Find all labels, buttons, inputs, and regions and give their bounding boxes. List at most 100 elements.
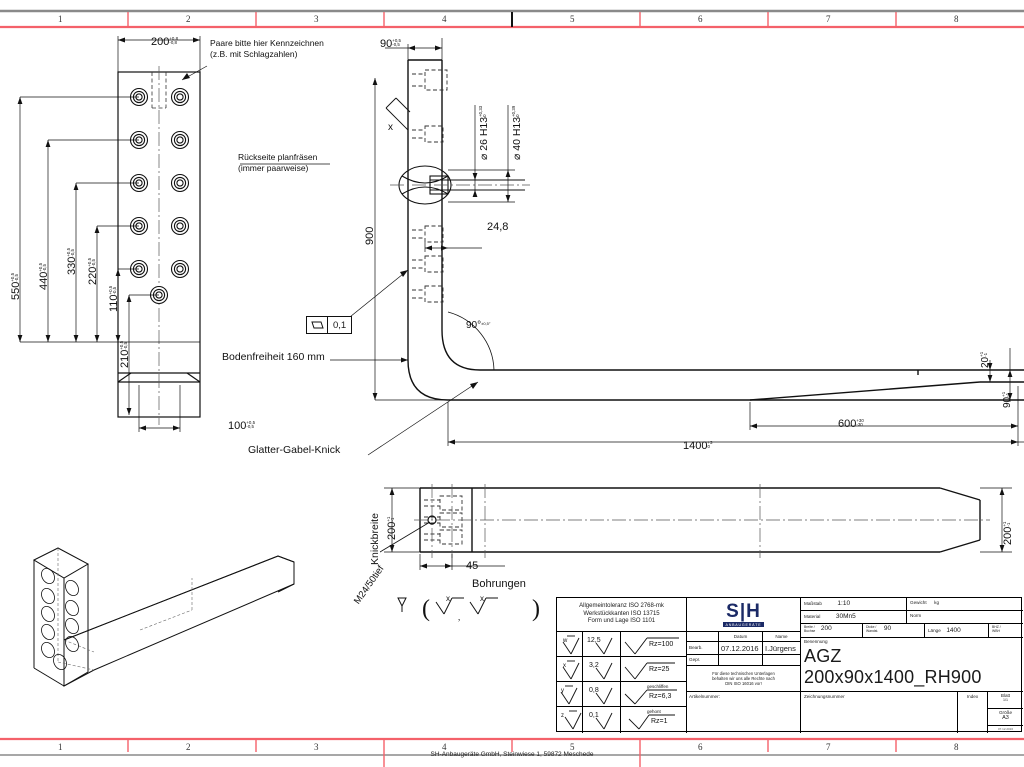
material-cell: Material 30Mn5 bbox=[801, 611, 907, 624]
breite-label-1: Breite / bbox=[804, 625, 815, 629]
frame-col-4-top: 4 bbox=[442, 14, 447, 24]
bhz-label-2: WBH bbox=[992, 629, 1000, 633]
standard-1: Allgemeintoleranz ISO 2768-mk bbox=[579, 603, 664, 610]
roughness-ra-y-cell: 0,8 bbox=[583, 682, 621, 707]
norm-label: Norm bbox=[910, 613, 922, 618]
frame-col-8-bottom: 8 bbox=[954, 742, 959, 752]
dicke-label-1: Dicke / bbox=[866, 625, 877, 629]
row-bearb-label: Bearb. bbox=[687, 642, 719, 655]
note-mark-pairs: Paare bitte hier Kennzeichnen (z.B. mit … bbox=[210, 38, 324, 59]
rights-line-2: behalten wir uns alle Rechte nach bbox=[712, 676, 775, 681]
svg-text:0,1: 0,1 bbox=[589, 712, 599, 719]
label-knickbreite: Knickbreite bbox=[369, 513, 381, 565]
flatness-control-frame: 0,1 bbox=[306, 316, 353, 334]
isometric-view bbox=[32, 547, 295, 687]
svg-text:gehont: gehont bbox=[647, 709, 662, 714]
flatness-value: 0,1 bbox=[333, 319, 347, 331]
note-ground-clearance: Bodenfreiheit 160 mm bbox=[222, 351, 325, 363]
roughness-ra-x-cell: 3,2 bbox=[583, 657, 621, 682]
frame-col-6-bottom: 6 bbox=[698, 742, 703, 752]
dicke-cell: Dicke / Wandst. 90 bbox=[863, 624, 925, 638]
roughness-sym-z-cell: z bbox=[557, 707, 583, 733]
top-view-geometry bbox=[380, 484, 1012, 570]
standard-2: Werkstückkanten ISO 13715 bbox=[583, 610, 660, 617]
laenge-cell: Länge 1400 bbox=[925, 624, 989, 638]
logo-text: S|H bbox=[726, 601, 761, 622]
benennung-label: Benennung bbox=[804, 639, 828, 644]
svg-text:w: w bbox=[562, 638, 568, 644]
roughness-ra-w-cell: 12,5 bbox=[583, 632, 621, 657]
dim-tip-20: 20+1-1 bbox=[978, 351, 991, 368]
gepr-name bbox=[763, 655, 801, 666]
svg-text:Rz=6,3: Rz=6,3 bbox=[649, 693, 671, 700]
frame-col-7-top: 7 bbox=[826, 14, 831, 24]
zeichnungsnummer-cell: Zeichnungsnummer bbox=[801, 692, 958, 733]
svg-text:(: ( bbox=[422, 596, 430, 622]
blatt-value: 1/1 bbox=[1003, 698, 1008, 702]
material-value: 30Mn5 bbox=[835, 613, 856, 620]
title-block: Allgemeintoleranz ISO 2768-mk Werkstückk… bbox=[556, 597, 1023, 733]
breite-label-2: Buchse bbox=[804, 629, 816, 633]
bearb-col-blank bbox=[687, 632, 719, 642]
massstab-cell: Maßstab 1:10 bbox=[801, 598, 907, 611]
gewicht-cell: Gewicht kg bbox=[907, 598, 1023, 611]
surface-finish-group: ( x , x ) bbox=[397, 594, 540, 622]
frame-col-5-top: 5 bbox=[570, 14, 575, 24]
svg-text:3,2: 3,2 bbox=[589, 662, 599, 669]
massstab-label: Maßstab bbox=[804, 601, 822, 606]
index-cell: Index bbox=[958, 692, 988, 733]
svg-text:0,8: 0,8 bbox=[589, 687, 599, 694]
parallelogram-icon bbox=[307, 317, 328, 333]
benennung-cell: Benennung AGZ 200x90x1400_RH900 bbox=[801, 638, 1023, 692]
col-datum-header: Datum bbox=[719, 632, 763, 642]
part-name: AGZ 200x90x1400_RH900 bbox=[804, 646, 982, 687]
rights-line-1: Für diese technischen Unterlagen bbox=[712, 671, 775, 676]
massstab-value: 1:10 bbox=[837, 600, 851, 607]
ra-w: 12,5 bbox=[587, 637, 601, 644]
frame-col-1-bottom: 1 bbox=[58, 742, 63, 752]
gepr-date bbox=[719, 655, 763, 666]
svg-text:Rz=100: Rz=100 bbox=[649, 641, 673, 648]
bhz-label-1: BHZ / bbox=[992, 625, 1001, 629]
dim-210: 210+0,5-0,5 bbox=[118, 340, 132, 368]
roughness-ra-z-cell: 0,1 bbox=[583, 707, 621, 733]
stamp-date: 07.12.2016 bbox=[997, 727, 1013, 731]
dim-24-8: 24,8 bbox=[487, 221, 509, 233]
surface-mark-x: x bbox=[388, 122, 393, 133]
frame-col-3-bottom: 3 bbox=[314, 742, 319, 752]
dim-thickness-90: 90+0,5-0,5 bbox=[380, 37, 401, 50]
groesse-label: Größe bbox=[998, 710, 1013, 715]
rights-line-3: DIN ISO 16016 vor! bbox=[725, 681, 762, 686]
dicke-label-2: Wandst. bbox=[866, 629, 879, 633]
col-name-header: Name bbox=[763, 632, 801, 642]
svg-text:Rz=1: Rz=1 bbox=[651, 718, 668, 725]
rights-notice: Für diese technischen Unterlagen behalte… bbox=[687, 666, 801, 692]
breite-value: 200 bbox=[820, 625, 832, 633]
note-bend: Glatter-Gabel-Knick bbox=[248, 444, 341, 456]
dicke-value: 90 bbox=[883, 625, 892, 633]
row-gepr-label: Gepr. bbox=[687, 655, 719, 666]
svg-text:Rz=25: Rz=25 bbox=[649, 666, 670, 673]
dim-550: 550+0,5-0,5 bbox=[9, 272, 23, 300]
groesse-cell: Größe A3 bbox=[988, 709, 1023, 726]
bearb-name: I.Jürgens bbox=[763, 642, 801, 655]
blatt-cell: Blatt 1/1 bbox=[988, 692, 1023, 709]
bearb-date: 07.12.2016 bbox=[719, 642, 763, 655]
bhz-cell: BHZ / WBH bbox=[989, 624, 1023, 638]
front-view-geometry bbox=[17, 36, 330, 432]
svg-text:x: x bbox=[446, 594, 450, 603]
standards-box: Allgemeintoleranz ISO 2768-mk Werkstückk… bbox=[557, 598, 687, 632]
dim-angle-90: 90°±0,5° bbox=[466, 320, 491, 331]
artikelnummer-field: Artikelnummer: bbox=[687, 692, 801, 733]
breite-cell: Breite / Buchse 200 bbox=[801, 624, 863, 638]
dim-110: 110+0,5-0,5 bbox=[107, 285, 121, 312]
svg-text:x: x bbox=[480, 594, 484, 603]
company-logo: S|H ANBAUGERÄTE bbox=[687, 598, 801, 632]
frame-col-6-top: 6 bbox=[698, 14, 703, 24]
